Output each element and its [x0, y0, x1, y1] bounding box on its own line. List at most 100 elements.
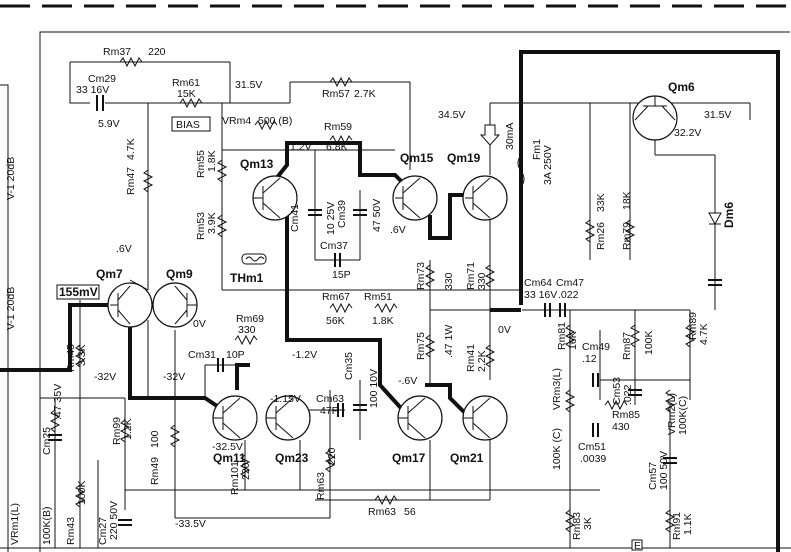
- rm49-ref: Rm101: [229, 461, 241, 495]
- cm27-ref: Cm27: [97, 517, 109, 545]
- rm81-val: 16K: [567, 331, 579, 350]
- cm43-val: 33 16V: [524, 289, 557, 301]
- resistor-symbols: [49, 56, 696, 533]
- label-qm21: Qm21: [450, 451, 484, 465]
- voltage-32-2: 32.2V: [674, 127, 701, 139]
- board-frame: [0, 31, 791, 552]
- cm35-val: 100 10V: [368, 369, 380, 408]
- voltage-minus-0-6: -.6V: [398, 375, 417, 387]
- rm43-ref: Rm43: [65, 517, 77, 545]
- fm1-ref: Fm1: [531, 139, 543, 160]
- voltage-box-label: 155mV: [59, 285, 98, 299]
- rm89-val: 4.7K: [698, 323, 710, 345]
- cm47-ref: Cm49: [582, 341, 610, 353]
- cm31-val: 10P: [226, 349, 245, 361]
- cm47-val: .12: [582, 353, 597, 365]
- cm63-val: 47P: [320, 405, 339, 417]
- fuse-fm1: [517, 154, 525, 188]
- rm89-ref: Rm89: [687, 312, 699, 340]
- label-thm1: THm1: [230, 271, 264, 285]
- transistor-qm6: [632, 95, 678, 141]
- rm79-val: 18K: [621, 191, 633, 210]
- cm39-val: 47 50V: [371, 199, 383, 232]
- rm57-ref: Rm57: [322, 88, 350, 100]
- label-qm9: Qm9: [166, 267, 193, 281]
- voltage-0v-b: 0V: [498, 324, 511, 336]
- label-qm7: Qm7: [96, 267, 123, 281]
- rm101-val: 220: [326, 447, 338, 465]
- rm71-ref: Rm75: [415, 332, 427, 360]
- transistor-labels: Qm7 Qm9 Qm13 Qm15 Qm19 Qm6 Qm11 Qm23 Qm1…: [96, 80, 736, 465]
- voltage-34-5: 34.5V: [438, 109, 465, 121]
- label-qm11: Qm11: [213, 451, 246, 465]
- cm37-val: 15P: [332, 269, 351, 281]
- rm41-ref: Rm45: [65, 344, 77, 372]
- wiring: [40, 61, 751, 548]
- diode-dm6: [708, 212, 722, 226]
- left-edge-label-2: V-1 20dB: [5, 287, 17, 330]
- transistor-qm11: [212, 395, 258, 441]
- rm99-ref: Rm49: [149, 457, 161, 485]
- voltage-31-5b: 31.5V: [704, 109, 731, 121]
- component-labels: Rm37 220 Cm29 33 16V Rm61 15K Rm57 2.7K …: [76, 46, 640, 518]
- rm53-ref: Rm53: [195, 212, 207, 240]
- voltage-5-9: 5.9V: [98, 118, 120, 130]
- rm43-val: 100K: [76, 480, 88, 505]
- cm49-val: .0039: [580, 453, 606, 465]
- rm69-val: 330: [443, 272, 455, 290]
- rm67-val: 1.8K: [372, 315, 394, 327]
- rm26-ref: Rm26: [595, 222, 607, 250]
- voltage-minus-1-2: -1.2V: [292, 349, 317, 361]
- rm59-val: 6.8K: [326, 141, 348, 153]
- rm45-val: 1.2K: [122, 418, 134, 440]
- rm61-val: 15K: [177, 88, 196, 100]
- label-qm23: Qm23: [275, 451, 309, 465]
- current-arrow: [479, 124, 501, 146]
- rm63-val: 56: [404, 506, 416, 518]
- e-marker: E: [634, 540, 641, 552]
- cm39-ref: Cm39: [336, 200, 348, 228]
- boxed-labels: BIAS 155mV E: [56, 116, 643, 552]
- vrm1-ref: VRm1(L): [9, 503, 21, 545]
- component-labels-vertical: Rm55 1.8K Rm47 4.7K Rm53 3.9K Cm41 10 25…: [9, 123, 710, 545]
- rm75-val: 2.2K: [476, 350, 488, 372]
- voltage-1-2: 1.2V: [290, 141, 312, 153]
- rm47-val: 4.7K: [125, 138, 137, 160]
- voltage-minus-32-5: -32.5V: [212, 441, 243, 453]
- rm81-ref: Rm81: [556, 322, 568, 350]
- label-qm13: Qm13: [240, 157, 274, 171]
- rm69-ref: Rm73: [415, 262, 427, 290]
- rm71-val: .47 1W: [443, 325, 455, 358]
- transistor-qm13: [252, 175, 298, 221]
- cm25-val: .47 35V: [52, 384, 64, 420]
- rm37-val: 220: [148, 46, 166, 58]
- fm1-val: 3A 250V: [542, 145, 554, 185]
- thermistor-thm1: [241, 253, 267, 265]
- voltage-minus-32b: -32V: [163, 371, 185, 383]
- label-qm15: Qm15: [400, 151, 434, 165]
- transistor-qm19: [462, 175, 508, 221]
- rm53-val: 3.9K: [206, 212, 218, 234]
- rm41-val: 3.3K: [76, 344, 88, 366]
- cm41-ref: Cm41: [289, 204, 301, 232]
- label-qm19: Qm19: [447, 151, 481, 165]
- fm1-current: 30mA: [504, 123, 516, 150]
- cm31-ref: Cm31: [188, 349, 216, 361]
- rm85-ref: Rm85: [612, 409, 640, 421]
- rm73-val: 330: [476, 272, 488, 290]
- cm49-ref: Cm51: [578, 441, 606, 453]
- cm25-ref: Cm25: [41, 427, 53, 455]
- cm64-val: .022: [558, 289, 579, 301]
- rm91-ref: Rm91: [671, 512, 683, 540]
- rm55-val: 1.8K: [206, 150, 218, 172]
- rm87-ref: Rm87: [621, 332, 633, 360]
- left-edge-labels: V-1 20dB V-1 20dB: [5, 157, 17, 330]
- rm87-val: 100K: [643, 330, 655, 355]
- voltage-0-6: .6V: [116, 243, 132, 255]
- rm99-val: 100: [149, 430, 161, 448]
- cm29-val: 33 16V: [76, 84, 109, 96]
- rm79-ref: Rm79: [621, 222, 633, 250]
- rm83-val: 3K: [582, 517, 594, 530]
- cm29-ref: Cm29: [88, 73, 116, 85]
